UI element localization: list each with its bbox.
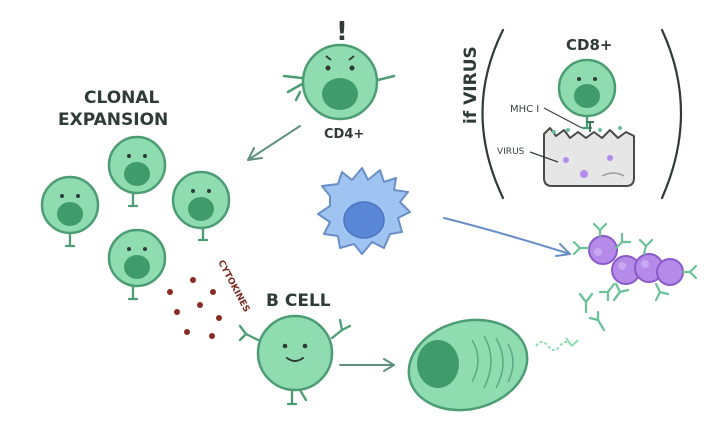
clone-cell-bottom bbox=[107, 228, 167, 301]
bound-antibodies bbox=[572, 222, 698, 302]
mhc1-pointer bbox=[543, 107, 583, 129]
b-cell-label: B CELL bbox=[266, 291, 331, 311]
virus-label: VIRUS bbox=[497, 147, 525, 157]
b-cell bbox=[238, 314, 352, 406]
arrow-cd4-to-clones bbox=[247, 125, 301, 161]
cytokines-label: CYTOKINES bbox=[215, 259, 251, 314]
clonal-expansion-title-line1: CLONAL bbox=[84, 88, 160, 108]
virus-pointer bbox=[529, 151, 559, 163]
exclamation-mark: ! bbox=[336, 17, 348, 47]
infected-host-cell bbox=[543, 121, 635, 187]
clone-cell-left bbox=[40, 175, 100, 248]
clonal-expansion-title-line2: EXPANSION bbox=[58, 110, 168, 130]
cd4-t-cell bbox=[282, 43, 396, 121]
plasma-cell bbox=[407, 318, 529, 412]
cd4-label: CD4+ bbox=[324, 127, 364, 142]
cytokine-dots bbox=[167, 277, 222, 339]
clone-cell-right bbox=[171, 170, 231, 242]
arrow-macrophage-to-virus bbox=[443, 217, 571, 257]
virus-cluster bbox=[588, 235, 684, 286]
mhc1-label: MHC I bbox=[510, 104, 539, 115]
antibody-release bbox=[535, 337, 579, 351]
cd8-t-cell bbox=[557, 58, 617, 130]
free-antibodies bbox=[578, 282, 630, 332]
cd8-label: CD8+ bbox=[566, 36, 612, 54]
arrow-bcell-to-plasma bbox=[339, 358, 395, 372]
macrophage bbox=[317, 167, 411, 255]
virus-panel-brackets bbox=[481, 28, 683, 200]
virus-panel-heading: if VIRUS bbox=[461, 46, 481, 124]
clone-cell-top bbox=[107, 135, 167, 208]
